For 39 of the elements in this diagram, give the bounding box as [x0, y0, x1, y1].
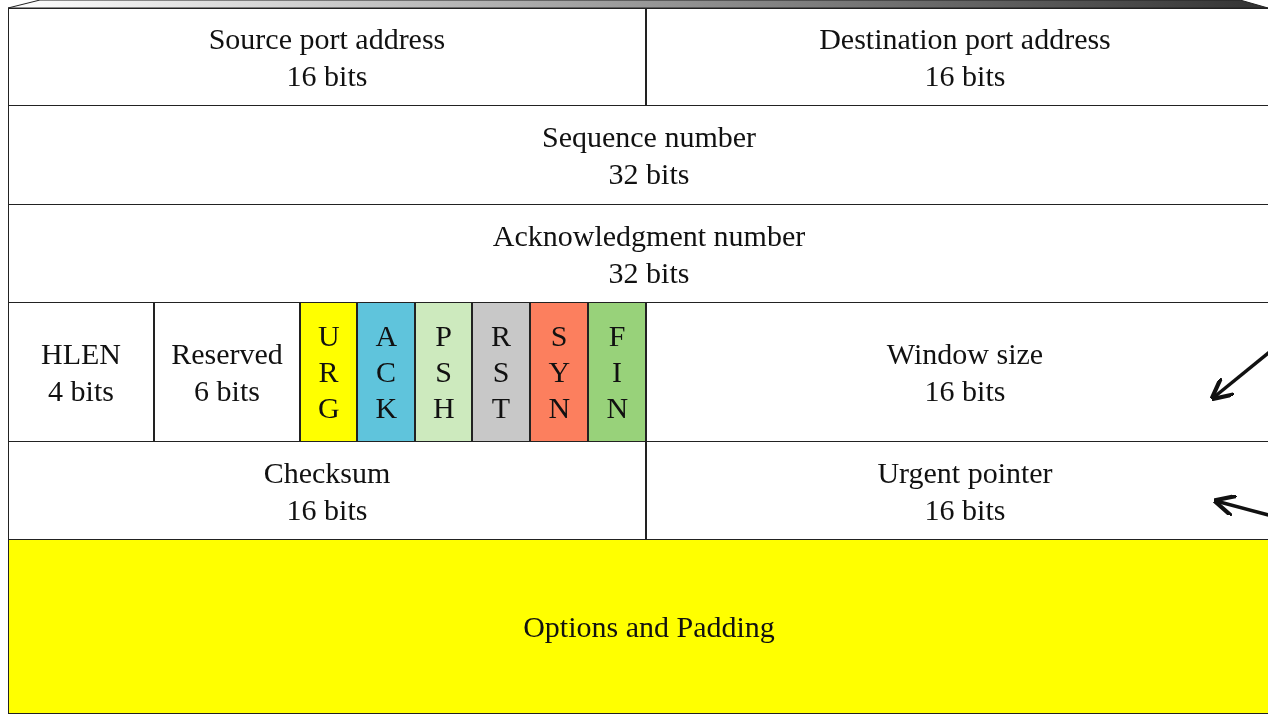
- header-field-cell: [8, 8, 646, 106]
- header-field-cell: [8, 539, 1268, 714]
- flag-name: RST: [490, 318, 512, 426]
- flag-name: ACK: [375, 318, 397, 426]
- field-size: 32 bits: [608, 254, 690, 291]
- field-name: Options and Padding: [523, 609, 775, 645]
- field-size: 16 bits: [924, 491, 1006, 528]
- header-field-cell: [8, 441, 646, 540]
- arrow: [1211, 493, 1268, 519]
- flag-name: SYN: [548, 318, 570, 426]
- field-name: Checksum: [263, 454, 391, 491]
- flag-cell: [357, 302, 415, 442]
- field-name: Reserved: [171, 336, 283, 372]
- field-size: 16 bits: [286, 58, 368, 94]
- field-name: Source port address: [208, 21, 446, 57]
- flag-cell: [472, 302, 530, 442]
- field-name: Window size: [886, 336, 1044, 372]
- field-size: 16 bits: [286, 491, 368, 528]
- arrow: [1209, 348, 1268, 402]
- flag-name: PSH: [433, 318, 454, 426]
- field-name: Destination port address: [819, 21, 1111, 57]
- flag-name: URG: [318, 318, 339, 426]
- header-field-cell: [646, 8, 1268, 106]
- flag-cell: [588, 302, 646, 442]
- field-name: Sequence number: [541, 119, 757, 155]
- field-size: 16 bits: [924, 373, 1006, 409]
- field-size: 6 bits: [194, 373, 260, 409]
- flag-cell: [300, 302, 357, 442]
- flag-name: FIN: [606, 318, 628, 426]
- field-size: 4 bits: [48, 373, 114, 409]
- header-field-cell: [8, 302, 154, 442]
- field-size: 32 bits: [608, 156, 690, 192]
- field-name: Acknowledgment number: [492, 217, 806, 254]
- header-field-cell: [154, 302, 300, 442]
- flag-cell: [530, 302, 588, 442]
- flag-cell: [415, 302, 472, 442]
- field-size: 16 bits: [924, 58, 1006, 94]
- field-name: Urgent pointer: [877, 454, 1053, 491]
- field-name: HLEN: [41, 336, 121, 372]
